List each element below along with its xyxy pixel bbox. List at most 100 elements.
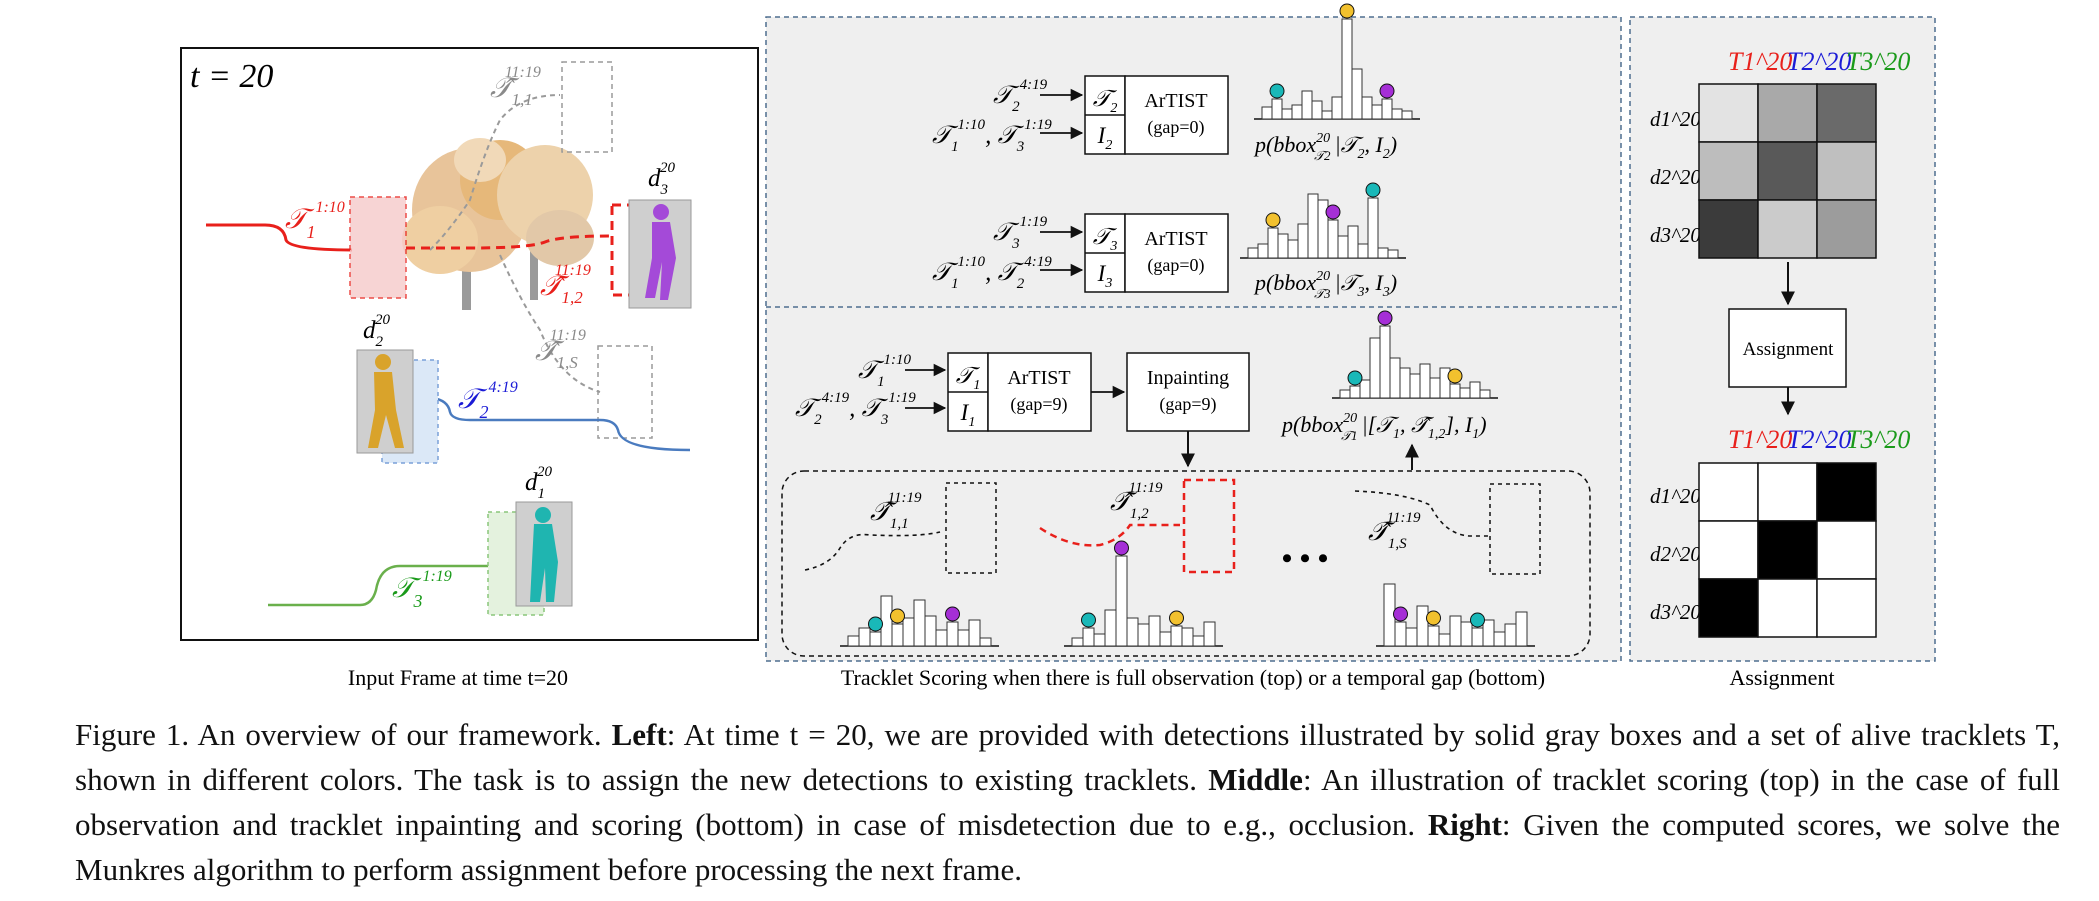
figure-canvas: t = 20 𝒯11:10 𝒯̂1,111:19 𝒯̂1,211:19 𝒯̂1,… bbox=[180, 3, 1936, 690]
block-c-model-box bbox=[987, 352, 1092, 432]
histogram-bar bbox=[1429, 377, 1441, 399]
histogram-bar bbox=[1401, 110, 1413, 120]
histogram-dot-yellow bbox=[1339, 3, 1355, 19]
histogram-bar bbox=[1379, 325, 1391, 399]
caption-middle-text: : An illustration of tracklet scoring (t… bbox=[75, 762, 2061, 842]
person-1-icon bbox=[530, 507, 558, 602]
assignment-box-label: Assignment bbox=[1743, 339, 1835, 360]
assignment-cell bbox=[1757, 578, 1818, 638]
histogram-bar bbox=[1394, 621, 1407, 647]
histogram-dot-cyan bbox=[1365, 182, 1381, 198]
time-label: t = 20 bbox=[190, 58, 273, 95]
histogram-dot-cyan bbox=[1470, 612, 1485, 628]
histogram-bar bbox=[1449, 615, 1462, 647]
histogram-bar bbox=[1416, 605, 1429, 647]
histogram-bar bbox=[1399, 367, 1411, 399]
histogram-bar bbox=[1281, 108, 1293, 120]
histogram-bar bbox=[1493, 631, 1506, 647]
histogram-dot-yellow bbox=[1265, 212, 1281, 228]
histogram-bar bbox=[1504, 623, 1517, 647]
histogram-bar bbox=[1471, 627, 1484, 647]
tracklet-3-path bbox=[268, 564, 494, 607]
histogram-dot-purple bbox=[1393, 606, 1408, 622]
histogram-bar bbox=[1405, 627, 1418, 647]
assignment-cell bbox=[1816, 578, 1877, 638]
histogram-bar bbox=[1307, 193, 1319, 259]
histogram-bar bbox=[1261, 106, 1273, 120]
cost-cell bbox=[1698, 199, 1759, 259]
scoring-block-a: 𝒯24:19 𝒯11:10, 𝒯31:19 𝒯2 I2 ArTIST (gap=… bbox=[932, 3, 1420, 163]
col-label-2: T2^20 bbox=[1787, 425, 1851, 454]
histogram-bar bbox=[1247, 247, 1259, 259]
histogram-bar bbox=[1482, 619, 1495, 647]
histogram-e bbox=[1064, 540, 1223, 647]
histogram-bar bbox=[1377, 247, 1389, 259]
histogram-a bbox=[1254, 3, 1420, 120]
histogram-bar bbox=[1419, 363, 1431, 399]
row-label-1: d1^20 bbox=[1650, 107, 1701, 131]
input-frame bbox=[180, 47, 759, 641]
histogram-bar bbox=[1339, 389, 1351, 399]
cost-cell bbox=[1757, 141, 1818, 201]
figure-caption: Figure 1. An overview of our framework. … bbox=[75, 712, 2060, 892]
block-c-model: ArTIST bbox=[1007, 367, 1070, 389]
cost-cell bbox=[1698, 141, 1759, 201]
histogram-bar bbox=[935, 629, 948, 647]
histogram-bar bbox=[891, 623, 904, 647]
histogram-bar bbox=[1301, 90, 1313, 120]
histogram-bar bbox=[1287, 239, 1299, 259]
histogram-c bbox=[1332, 310, 1498, 399]
block-a-model-box bbox=[1124, 75, 1229, 155]
histogram-bar bbox=[1351, 68, 1363, 120]
hyp-1-S-path bbox=[499, 254, 601, 393]
block-b-gap: (gap=0) bbox=[1147, 255, 1204, 276]
histogram-bar bbox=[1460, 621, 1473, 647]
histogram-bar bbox=[1367, 197, 1379, 259]
tracklet-2-path bbox=[431, 396, 691, 452]
histogram-bar bbox=[869, 631, 882, 647]
row-label-3: d3^20 bbox=[1650, 600, 1701, 624]
histogram-dot-cyan bbox=[868, 616, 883, 632]
inpainting-box bbox=[1126, 352, 1250, 432]
scoring-block-c: 𝒯11:10 𝒯24:19, 𝒯31:19 𝒯1 I1 ArTIST (gap=… bbox=[781, 310, 1591, 657]
histogram-bar bbox=[858, 627, 871, 647]
person-2-icon bbox=[368, 354, 404, 448]
histogram-bar bbox=[1137, 623, 1150, 647]
histogram-dot-yellow bbox=[1169, 610, 1184, 626]
assignment-cell bbox=[1816, 462, 1877, 522]
assignment-cell bbox=[1698, 520, 1759, 580]
histogram-bar bbox=[1271, 98, 1283, 120]
assignment-box bbox=[1728, 308, 1847, 388]
histogram-bar bbox=[902, 617, 915, 647]
inpainting-label: Inpainting bbox=[1147, 367, 1229, 389]
histogram-bar bbox=[1115, 555, 1128, 647]
histogram-bar bbox=[979, 637, 992, 647]
left-caption: Input Frame at time t=20 bbox=[348, 665, 568, 690]
cost-cell bbox=[1816, 83, 1877, 143]
histogram-bar bbox=[1170, 625, 1183, 647]
histogram-dot-purple bbox=[945, 606, 960, 622]
histogram-d bbox=[840, 595, 999, 647]
histogram-dot-purple bbox=[1377, 310, 1393, 326]
histogram-bar bbox=[1331, 96, 1343, 120]
histogram-dot-purple bbox=[1114, 540, 1129, 556]
block-a-model: ArTIST bbox=[1144, 90, 1207, 112]
histogram-dot-yellow bbox=[1447, 368, 1463, 384]
histogram-bar bbox=[1311, 100, 1323, 120]
histogram-bar bbox=[1192, 635, 1205, 647]
assignment-cell bbox=[1698, 578, 1759, 638]
histogram-bar bbox=[968, 619, 981, 647]
cost-matrix bbox=[1698, 83, 1877, 259]
figure: t = 20 𝒯11:10 𝒯̂1,111:19 𝒯̂1,211:19 𝒯̂1,… bbox=[180, 3, 1936, 690]
block-c-gap: (gap=9) bbox=[1010, 394, 1067, 415]
histogram-bar bbox=[1341, 18, 1353, 120]
histogram-bar bbox=[1082, 627, 1095, 647]
histogram-bar bbox=[1257, 243, 1269, 259]
histogram-bar bbox=[913, 599, 926, 647]
histogram-bar bbox=[1469, 381, 1481, 399]
tracklet-1-last-box bbox=[349, 196, 407, 299]
histogram-bar bbox=[1409, 373, 1421, 399]
histogram-bar bbox=[1371, 104, 1383, 120]
histogram-bar bbox=[1148, 615, 1161, 647]
